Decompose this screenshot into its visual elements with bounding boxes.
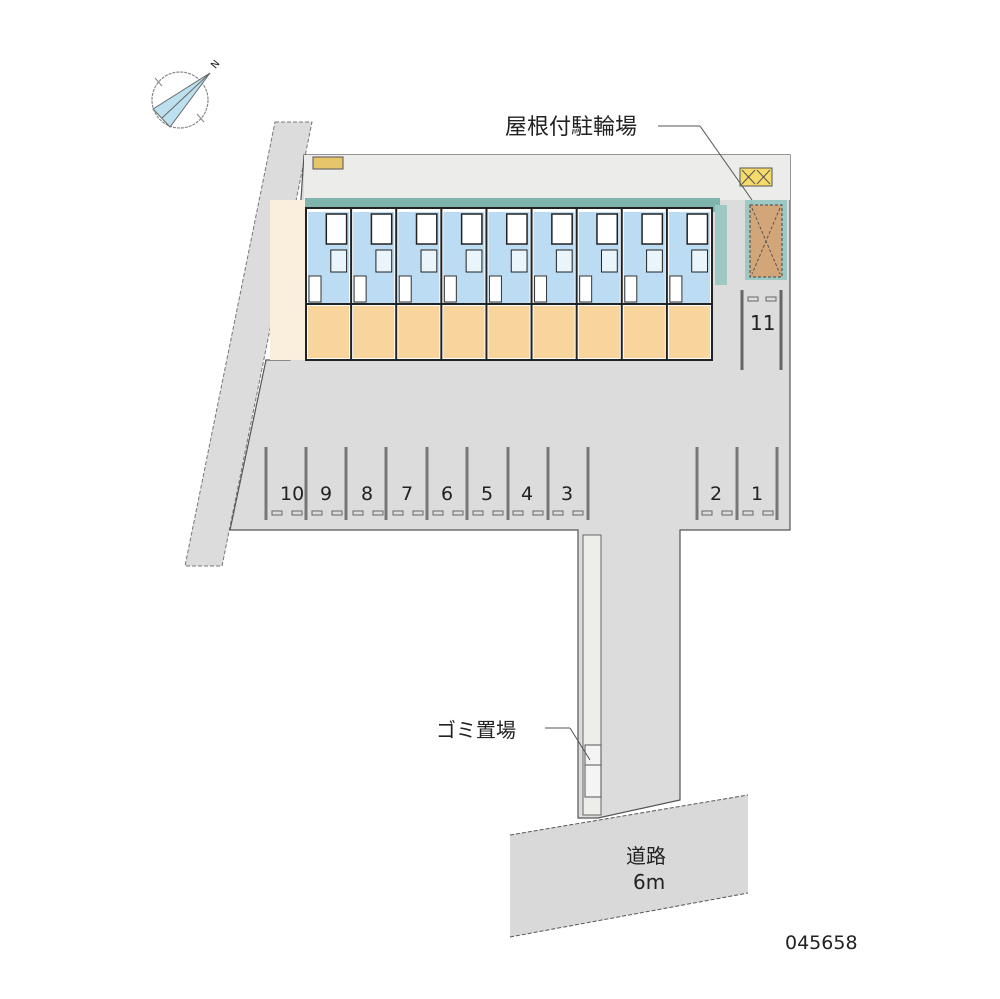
parking-space-number: 9 — [320, 483, 332, 505]
parking-space-number: 3 — [561, 483, 573, 505]
parking-space-number: 7 — [401, 483, 413, 505]
parking-space-number: 8 — [361, 483, 373, 505]
parking-space-number: 2 — [710, 483, 722, 505]
garbage-area-label: ゴミ置場 — [436, 718, 516, 742]
svg-text:N: N — [209, 58, 222, 71]
apartment-unit — [486, 208, 533, 360]
parking-space-number: 10 — [280, 483, 304, 505]
property-id: 045658 — [785, 932, 858, 954]
apartment-unit — [531, 208, 578, 360]
parking-spaces: 10 9 8 7 6 5 4 3 2 1 — [264, 447, 779, 520]
front-road — [510, 795, 748, 937]
apartment-unit — [351, 208, 398, 360]
road-name-label: 道路 — [626, 844, 666, 868]
apartment-unit — [621, 208, 668, 360]
parking-space-number: 6 — [441, 483, 453, 505]
parking-space-number: 4 — [521, 483, 533, 505]
mailbox-icon — [312, 156, 344, 170]
parking-space-number: 5 — [481, 483, 493, 505]
apartment-unit — [441, 208, 488, 360]
apartment-unit — [306, 208, 353, 360]
apartment-unit — [576, 208, 623, 360]
parking-space-11: 11 — [740, 290, 783, 370]
bicycle-parking-label: 屋根付駐輪場 — [505, 115, 637, 140]
apartment-building — [305, 207, 713, 361]
apartment-unit — [396, 208, 443, 360]
parking-space-number: 1 — [751, 483, 763, 505]
apartment-unit — [666, 208, 713, 360]
garbage-area — [545, 727, 602, 798]
road-width-label: 6m — [633, 870, 665, 894]
svg-text:11: 11 — [750, 311, 775, 335]
compass-north-icon: N — [151, 58, 222, 129]
covered-bicycle-parking — [739, 167, 787, 280]
